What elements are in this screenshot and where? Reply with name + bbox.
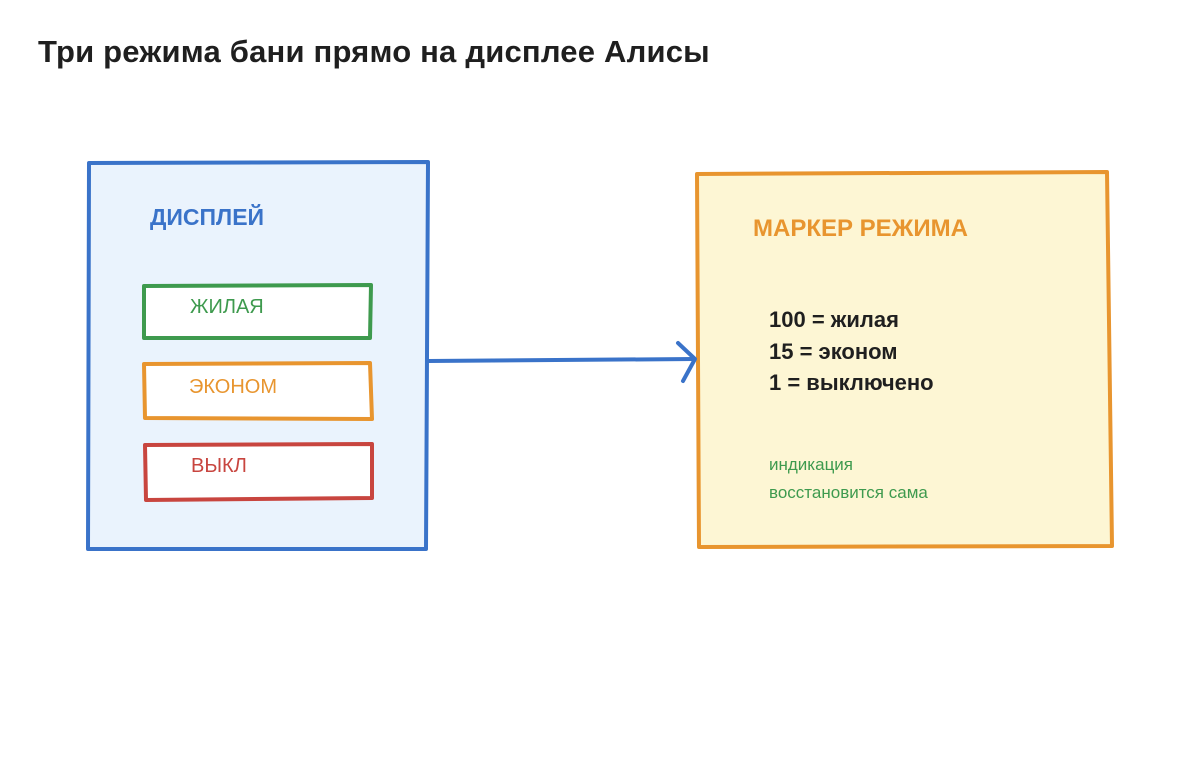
marker-line-economy: 15 = эконом (769, 339, 898, 364)
marker-line-off: 1 = выключено (769, 370, 934, 395)
display-title: ДИСПЛЕЙ (150, 204, 265, 230)
marker-panel (695, 170, 1114, 549)
marker-note-line-1: индикация (769, 455, 854, 474)
arrow-head-icon (676, 341, 697, 383)
connector-arrow-line (426, 357, 696, 363)
mode-label-off[interactable]: ВЫКЛ (191, 455, 247, 477)
mode-box-economy[interactable] (142, 361, 374, 421)
page-title: Три режима бани прямо на дисплее Алисы (38, 34, 710, 69)
mode-box-off[interactable] (143, 442, 374, 502)
marker-title: МАРКЕР РЕЖИМА (753, 215, 968, 242)
marker-line-residential: 100 = жилая (769, 307, 899, 332)
mode-label-residential[interactable]: ЖИЛАЯ (190, 296, 264, 318)
marker-note-line-2: восстановится сама (769, 483, 928, 502)
mode-box-residential[interactable] (142, 283, 373, 340)
mode-label-economy[interactable]: ЭКОНОМ (189, 376, 278, 398)
